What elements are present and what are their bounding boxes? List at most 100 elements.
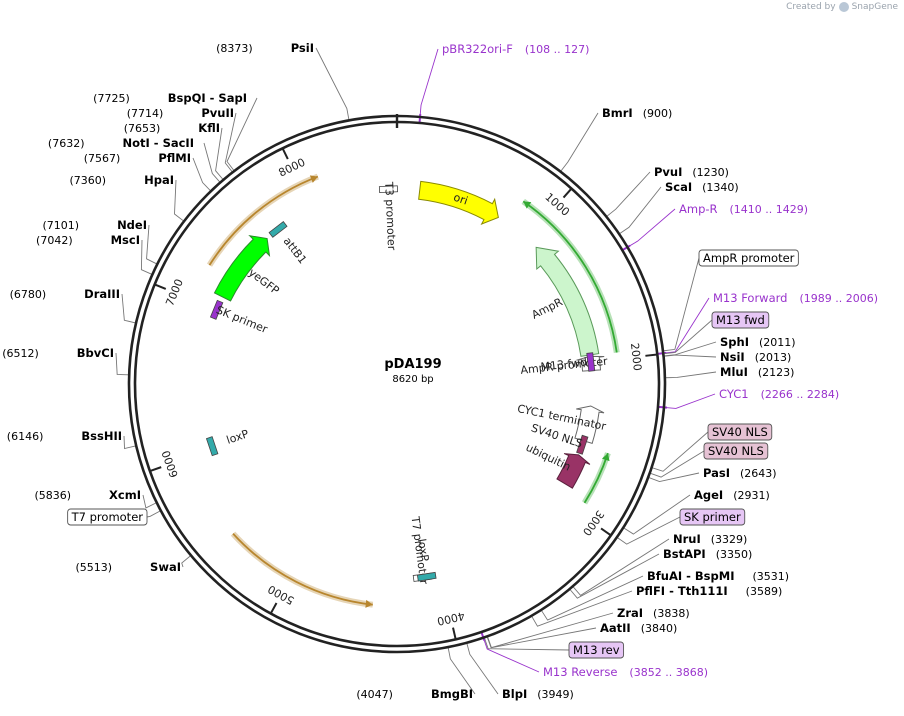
leader-line-nrui-18 [572,538,670,597]
snapgene-logo-icon [838,2,849,12]
label-box-ampr-promoter-6 [698,249,799,267]
leader-line-pbr322ori-f-1 [419,48,439,118]
snapgene-credit: Created by SnapGene [786,2,898,12]
site-name-draiii-33: DraIII [84,287,120,301]
site-name-bspqi-sapi-41: BspQI - SapI [168,91,247,105]
label-box-t7-promoter-29 [67,508,148,526]
small-feature-loxp-5 [416,571,437,582]
leader-line-nsii-10 [663,354,717,358]
small-feature-label-loxp-5: loxP [415,538,431,563]
site-position-aatii-23: (3840) [641,622,678,635]
site-position-swai-28: (5513) [75,561,112,574]
site-name-pbr322ori-f-1: pBR322ori-F [442,42,513,56]
feature-label-yegfp: yeGFP [246,266,282,298]
leader-line-m13-forward-7 [663,297,710,354]
small-feature-label-attb1-1: attB1 [281,235,310,267]
site-name-bmri-2: BmrI [602,106,633,120]
tick-label-6000: 6000 [159,449,181,480]
feature-label-cyc1-terminator: CYC1 terminator [516,402,607,433]
site-name-bstapi-19: BstAPI [663,547,706,561]
site-name-swai-28: SwaI [150,560,181,574]
arc-head-2 [365,599,373,608]
site-position-psii-0: (8373) [216,42,253,55]
leader-line-bspqi-sapi-41 [226,97,258,172]
leader-line-mlui-11 [664,371,717,379]
site-position-hpai-36: (7360) [70,174,107,187]
leader-line-pasi-15 [648,472,700,482]
site-position-draiii-33: (6780) [10,288,47,301]
plasmid-length: 8620 bp [392,374,433,385]
label-box-sk-primer-17 [679,508,746,526]
feature-label-ori: ori [452,191,470,208]
tick-label-5000: 5000 [266,582,297,607]
credit-brand: SnapGene [851,2,898,12]
site-name-sv40-nls-14: SV40 NLS [708,444,764,458]
arc-head-0 [523,201,532,209]
site-position-pvuii-40: (7714) [127,107,164,120]
feature-cyc1-terminator [574,405,605,444]
site-position-pvui-3: (1230) [692,166,729,179]
arc-3 [208,175,319,266]
site-name-nsii-10: NsiI [720,350,745,364]
tick-1000 [562,187,573,199]
plasmid-name: pDA199 [384,357,441,372]
leader-line-psii-0 [315,47,350,121]
site-name-cyc1-12: CYC1 [719,387,749,401]
leader-line-sv40-nls-13 [651,431,709,472]
leader-line-ndei-35 [146,224,158,265]
site-name-ndei-35: NdeI [117,218,147,232]
site-name-ampr-promoter-6: AmpR promoter [703,251,795,265]
label-box-m13-rev-24 [568,641,625,659]
site-position-nrui-18: (3329) [711,533,748,546]
arc-head-1 [601,453,610,462]
leader-line-aatii-23 [486,627,597,649]
site-position-pasi-15: (2643) [740,467,777,480]
label-box-sv40-nls-14 [703,442,769,460]
site-position-noti-sacii-38: (7632) [48,137,85,150]
site-position-mlui-11: (2123) [758,366,795,379]
site-name-scai-4: ScaI [665,180,692,194]
tick-label-1000: 1000 [542,190,572,218]
site-name-pflmi-37: PflMI [158,151,191,165]
leader-line-amp-r-5 [627,208,676,248]
site-name-psii-0: PsiI [291,41,314,55]
site-position-sphi-9: (2011) [759,336,796,349]
site-name-pflfi-tth111i-21: PflFI - Tth111I [636,584,728,598]
leader-line-sphi-9 [663,341,717,357]
feature-ampr [535,246,600,357]
site-name-bfuai-bspmi-20: BfuAI - BspMI [647,569,734,583]
site-name-pvuii-40: PvuII [201,106,234,120]
tick-label-7000: 7000 [163,277,186,308]
site-position-kfli-39: (7653) [124,122,161,135]
tick-3000 [600,527,612,537]
leader-line-m13-fwd-8 [663,319,713,355]
site-name-sv40-nls-13: SV40 NLS [712,425,768,439]
site-position-bmgbi-27: (4047) [356,688,393,701]
tick-label-2000: 2000 [628,342,644,371]
small-feature-t3-promoter-0 [378,185,399,193]
tick-7000 [154,283,167,290]
site-name-sphi-9: SphI [720,335,749,349]
feature-ori [418,180,499,225]
leader-line-bfuai-bspmi-20 [540,575,644,621]
site-position-bsshii-31: (6146) [7,430,44,443]
site-position-bspqi-sapi-41: (7725) [93,92,130,105]
site-name-pasi-15: PasI [703,466,730,480]
leader-line-bstapi-19 [569,553,660,599]
site-name-nrui-18: NruI [673,532,701,546]
site-labels: PsiI(8373)pBR322ori-F(108 .. 127)BmrI(90… [2,41,878,701]
site-name-m13-forward-7: M13 Forward [713,291,787,305]
leader-line-cyc1-12 [663,393,716,409]
tick-2000 [645,353,658,357]
leader-line-pflmi-37 [192,157,212,192]
leader-line-m13-reverse-25 [482,637,540,673]
leader-line-noti-sacii-38 [203,142,221,183]
leader-line-msci-34 [140,239,153,275]
site-name-noti-sacii-38: NotI - SacII [122,136,194,150]
leader-line-bbvci-32 [115,352,130,376]
tick-8000 [281,147,289,160]
site-position-m13-reverse-25: (3852 .. 3868) [629,666,708,679]
tick-5000 [269,602,278,615]
